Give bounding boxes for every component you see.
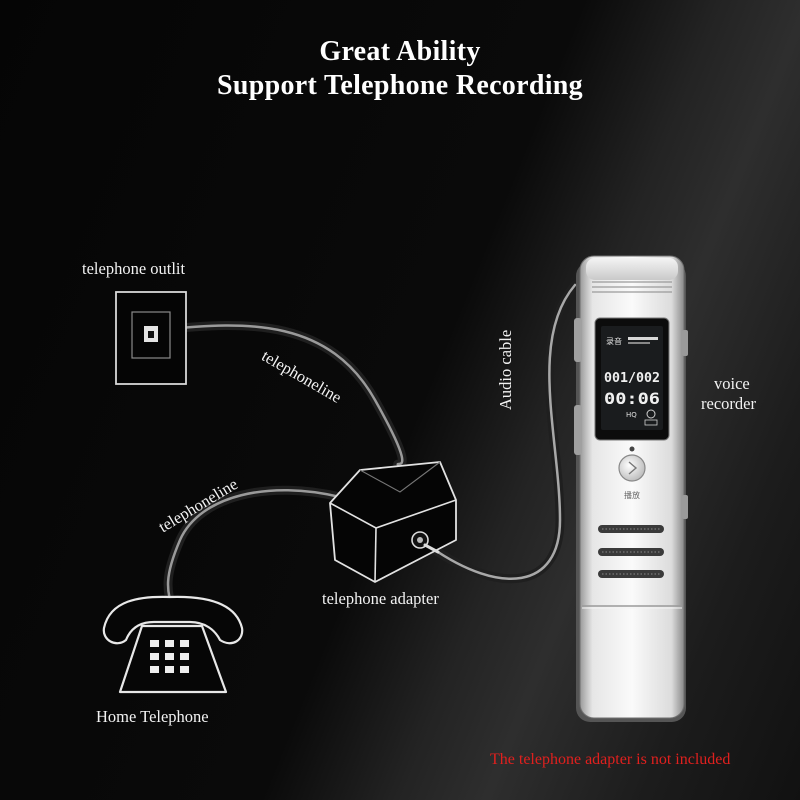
audio-cable-label: Audio cable — [496, 329, 515, 410]
telephone-line-upper-cable-highlight — [158, 324, 404, 467]
home-telephone-label: Home Telephone — [96, 707, 209, 726]
voice-recorder-label-line-1: voice — [714, 374, 750, 393]
recorder-play-button — [618, 454, 646, 482]
voice-recorder-label-line-2: recorder — [701, 394, 756, 413]
telephone-line-upper-cable — [155, 321, 407, 470]
lcd-battery-icon — [644, 419, 658, 426]
telephone-line-lower-cable-highlight — [166, 488, 342, 617]
adapter-not-included-note: The telephone adapter is not included — [490, 751, 731, 768]
title-line-2: Support Telephone Recording — [217, 70, 583, 101]
lcd-quality-badge: HQ — [626, 411, 637, 419]
recorder-play-button-label: 播放 — [624, 490, 640, 500]
recorder-lcd-screen — [601, 326, 663, 430]
audio-cable-highlight — [430, 283, 577, 580]
lcd-elapsed-time: 00:06 — [604, 389, 660, 408]
recorder-speaker-grille — [598, 525, 664, 578]
voice-recorder-device: 录音 001/002 00:06 HQ 播放 — [574, 255, 688, 722]
title-line-1: Great Ability — [319, 36, 481, 67]
home-telephone-icon — [102, 595, 244, 694]
lcd-mode-text: 录音 — [606, 336, 622, 346]
lcd-status-icon — [646, 409, 656, 419]
telephone-adapter-label: telephone adapter — [322, 589, 439, 608]
telephone-outlet-label: telephone outlit — [82, 259, 186, 278]
telephone-adapter-icon — [329, 461, 457, 583]
lcd-track-counter: 001/002 — [604, 371, 660, 386]
telephone-outlet-icon — [115, 291, 187, 385]
